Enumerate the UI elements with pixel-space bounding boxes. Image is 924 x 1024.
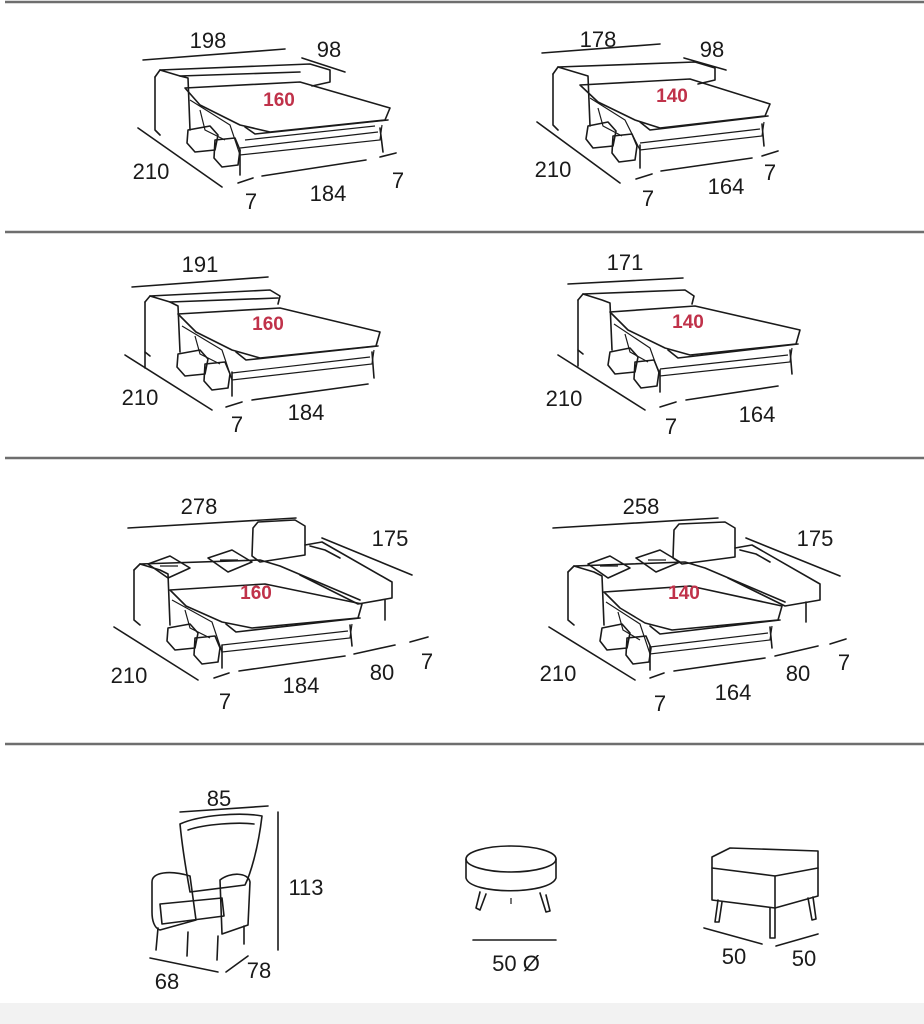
chaise-width-label: 80 <box>786 661 810 686</box>
depth-label: 210 <box>540 661 577 686</box>
square-pouf-depth-label: 50 <box>792 946 816 971</box>
armless-sofa-bed-160-drawing <box>124 276 381 411</box>
bed-width-label: 140 <box>672 312 704 333</box>
bed-width-label: 160 <box>252 314 284 335</box>
chaise-sofa-bed-140-drawing <box>548 517 847 681</box>
square-pouf-width-label: 50 <box>722 944 746 969</box>
arm-right-label: 7 <box>764 160 776 185</box>
bed-width-label: 140 <box>656 86 688 107</box>
square-pouf-drawing <box>703 847 819 947</box>
armchair-drawing <box>149 805 279 973</box>
round-pouf-drawing <box>465 845 557 941</box>
sofa-bed-160-drawing <box>137 48 397 188</box>
armchair-side-label: 78 <box>247 958 271 983</box>
arm-right-label: 7 <box>421 649 433 674</box>
chaise-length-label: 175 <box>797 526 834 551</box>
armchair-height-label: 113 <box>288 875 323 900</box>
bed-length-label: 184 <box>310 181 347 206</box>
arm-left-label: 7 <box>231 412 243 437</box>
arm-left-label: 7 <box>245 189 257 214</box>
chaise-sofa-bed-140-labels: 258 175 210 7 164 80 7 140 <box>540 494 850 716</box>
bed-width-label: 160 <box>263 90 295 111</box>
armless-sofa-bed-140-labels: 171 210 7 164 140 <box>546 250 776 439</box>
chaise-width-label: 80 <box>370 660 394 685</box>
footer-band <box>0 1003 924 1024</box>
depth-label: 210 <box>122 385 159 410</box>
chaise-sofa-bed-160-drawing <box>113 517 429 681</box>
width-label: 258 <box>623 494 660 519</box>
bed-length-label: 164 <box>708 174 745 199</box>
bed-width-label: 140 <box>668 583 700 604</box>
chaise-length-label: 175 <box>372 526 409 551</box>
square-pouf-labels: 50 50 <box>722 944 816 971</box>
depth-label: 210 <box>133 159 170 184</box>
armchair-labels: 85 113 68 78 <box>155 786 324 994</box>
width-label: 278 <box>181 494 218 519</box>
width-label: 178 <box>580 27 617 52</box>
arm-left-label: 7 <box>219 689 231 714</box>
width-label: 171 <box>607 250 644 275</box>
chaise-sofa-bed-160-labels: 278 175 210 7 184 80 7 160 <box>111 494 433 714</box>
arm-right-label: 7 <box>392 168 404 193</box>
width-label: 198 <box>190 28 227 53</box>
bed-width-label: 160 <box>240 583 272 604</box>
armchair-depth-label: 68 <box>155 969 179 994</box>
depth-label: 210 <box>546 386 583 411</box>
round-pouf-labels: 50 Ø <box>492 951 540 976</box>
arm-left-label: 7 <box>665 414 677 439</box>
armless-sofa-bed-140-drawing <box>557 277 801 411</box>
round-pouf-diameter-label: 50 Ø <box>492 951 540 976</box>
armless-sofa-bed-160-labels: 191 210 7 184 160 <box>122 252 325 437</box>
arm-right-label: 7 <box>838 650 850 675</box>
depth-label: 210 <box>535 157 572 182</box>
armchair-width-label: 85 <box>207 786 231 811</box>
sofa-bed-160-labels: 198 98 210 7 184 7 160 <box>133 28 404 214</box>
sofa-bed-140-drawing <box>536 43 779 184</box>
sofa-bed-140-labels: 178 98 210 7 164 7 140 <box>535 27 776 211</box>
bed-length-label: 164 <box>715 680 752 705</box>
bed-length-label: 184 <box>288 400 325 425</box>
depth-label: 210 <box>111 663 148 688</box>
depth-top-label: 98 <box>700 37 724 62</box>
bed-length-label: 184 <box>283 673 320 698</box>
arm-left-label: 7 <box>654 691 666 716</box>
arm-left-label: 7 <box>642 186 654 211</box>
width-label: 191 <box>182 252 219 277</box>
depth-top-label: 98 <box>317 37 341 62</box>
bed-length-label: 164 <box>739 402 776 427</box>
